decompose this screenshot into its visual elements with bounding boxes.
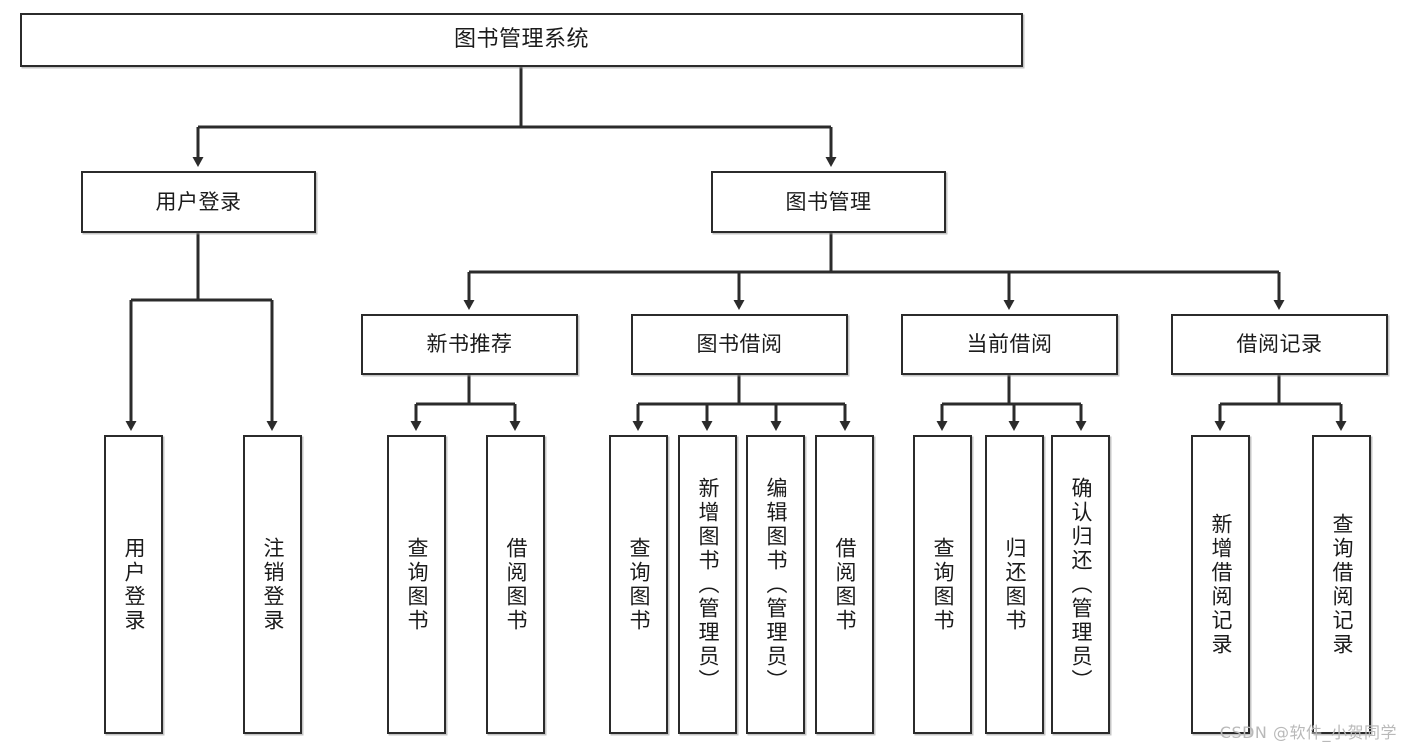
leaf-query-book-current-label: 查询图书 xyxy=(931,536,955,633)
leaf-query-book-recommend[interactable]: 查询图书 xyxy=(387,435,446,734)
leaf-return-book[interactable]: 归还图书 xyxy=(985,435,1044,734)
leaf-add-borrow-record-label: 新增借阅记录 xyxy=(1209,512,1233,657)
node-book-borrow-label: 图书借阅 xyxy=(696,332,783,357)
leaf-query-book-current[interactable]: 查询图书 xyxy=(913,435,972,734)
leaf-logout[interactable]: 注销登录 xyxy=(243,435,302,734)
leaf-query-book-recommend-label: 查询图书 xyxy=(405,536,429,633)
node-new-book-recommend[interactable]: 新书推荐 xyxy=(361,314,578,375)
node-borrow-record-label: 借阅记录 xyxy=(1236,332,1323,357)
leaf-user-login-label: 用户登录 xyxy=(122,536,146,633)
node-new-book-recommend-label: 新书推荐 xyxy=(426,332,513,357)
leaf-add-borrow-record[interactable]: 新增借阅记录 xyxy=(1191,435,1250,734)
watermark: CSDN @软件_小贺同学 xyxy=(1219,723,1397,742)
leaf-borrow-book-recommend-label: 借阅图书 xyxy=(504,536,528,633)
leaf-edit-book-admin-label: 编辑图书（管理员） xyxy=(764,476,788,693)
node-root[interactable]: 图书管理系统 xyxy=(20,13,1023,67)
leaf-logout-label: 注销登录 xyxy=(261,536,285,633)
node-book-borrow[interactable]: 图书借阅 xyxy=(631,314,848,375)
node-book-management[interactable]: 图书管理 xyxy=(711,171,946,233)
leaf-borrow-book-label: 借阅图书 xyxy=(833,536,857,633)
leaf-query-book-borrow[interactable]: 查询图书 xyxy=(609,435,668,734)
leaf-query-book-borrow-label: 查询图书 xyxy=(627,536,651,633)
leaf-query-borrow-record-label: 查询借阅记录 xyxy=(1330,512,1354,657)
node-current-borrow-label: 当前借阅 xyxy=(966,332,1053,357)
leaf-confirm-return-admin-label: 确认归还（管理员） xyxy=(1069,476,1093,693)
node-book-management-label: 图书管理 xyxy=(785,189,872,214)
leaf-edit-book-admin[interactable]: 编辑图书（管理员） xyxy=(746,435,805,734)
node-root-label: 图书管理系统 xyxy=(453,27,589,53)
leaf-user-login[interactable]: 用户登录 xyxy=(104,435,163,734)
leaf-borrow-book-recommend[interactable]: 借阅图书 xyxy=(486,435,545,734)
leaf-confirm-return-admin[interactable]: 确认归还（管理员） xyxy=(1051,435,1110,734)
leaf-add-book-admin[interactable]: 新增图书（管理员） xyxy=(678,435,737,734)
node-user-login[interactable]: 用户登录 xyxy=(81,171,316,233)
leaf-return-book-label: 归还图书 xyxy=(1003,536,1027,633)
leaf-query-borrow-record[interactable]: 查询借阅记录 xyxy=(1312,435,1371,734)
node-current-borrow[interactable]: 当前借阅 xyxy=(901,314,1118,375)
node-user-login-label: 用户登录 xyxy=(155,189,242,214)
leaf-borrow-book[interactable]: 借阅图书 xyxy=(815,435,874,734)
leaf-add-book-admin-label: 新增图书（管理员） xyxy=(696,476,720,693)
node-borrow-record[interactable]: 借阅记录 xyxy=(1171,314,1388,375)
